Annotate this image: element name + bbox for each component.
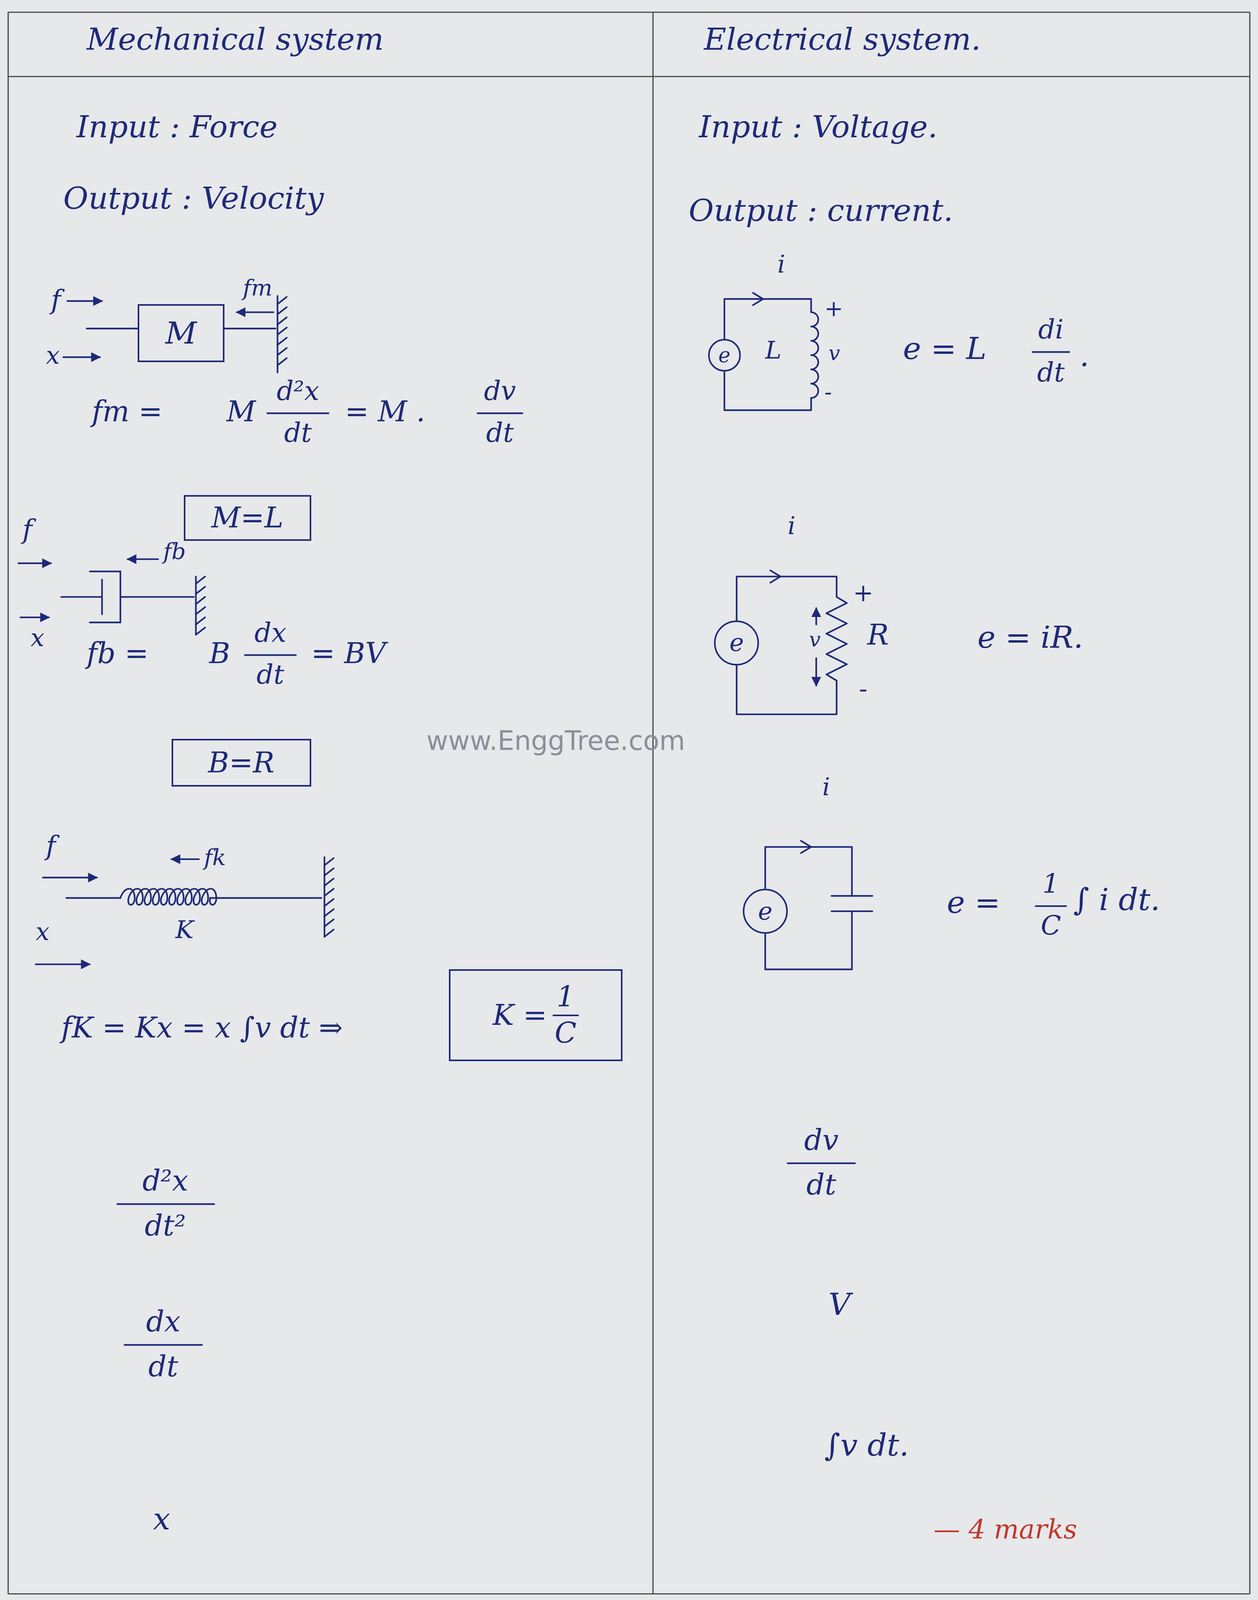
note-text: Output : Velocity: [63, 181, 324, 215]
equation-text: e = L: [902, 331, 987, 366]
force-label: fm: [243, 275, 273, 301]
equation-text: dt: [486, 418, 514, 448]
equation-text: dt: [806, 1169, 836, 1201]
source-symbol: e: [757, 897, 773, 925]
note-text: Input : Voltage.: [699, 110, 938, 144]
polarity-mark: +: [852, 579, 874, 607]
force-label: f: [45, 831, 56, 861]
source-symbol: e: [729, 629, 744, 657]
polarity-mark: -: [859, 675, 868, 703]
equation-text: = M .: [344, 396, 426, 428]
voltage-label: v: [828, 342, 840, 365]
equation-text: fm =: [91, 396, 163, 428]
force-label: f: [22, 515, 33, 545]
polarity-mark: -: [824, 379, 832, 405]
equation-text: ∫ i dt.: [1073, 882, 1161, 917]
note-text: Input : Force: [76, 110, 278, 144]
inductor-label: L: [765, 336, 782, 364]
table-rules: [8, 12, 1251, 1594]
force-label: fb: [163, 538, 186, 564]
equation-text: V: [828, 1287, 851, 1322]
equation-text: dt²: [144, 1210, 186, 1242]
analogy-box: K =1C: [448, 969, 623, 1062]
equation-text: B: [209, 637, 230, 670]
equation-text: fK = Kx = x ∫v dt ⇒: [61, 1012, 343, 1044]
force-label: fk: [203, 844, 227, 870]
watermark: www.EnggTree.com: [426, 726, 686, 756]
column-heading: Mechanical system: [86, 22, 384, 57]
current-label: i: [787, 512, 796, 540]
equation-text: 1: [1042, 869, 1060, 899]
equation-text: M: [165, 316, 197, 350]
resistor-label: R: [867, 619, 889, 651]
equation-text: .: [1079, 338, 1090, 373]
column-heading: Electrical system.: [704, 22, 982, 57]
displacement-label: x: [35, 918, 50, 946]
spring-label: K: [175, 916, 194, 944]
displacement-label: x: [30, 624, 45, 652]
equation-text: x: [153, 1502, 171, 1536]
equation-text: d²x: [276, 376, 320, 406]
equation-text: 1: [552, 981, 579, 1017]
equation-text: e =: [946, 885, 1001, 920]
equation-text: fb =: [86, 637, 149, 670]
voltage-source: e: [714, 620, 759, 666]
force-label: f: [50, 285, 61, 315]
equation-text: M: [226, 396, 256, 428]
fraction-bars: [117, 351, 1070, 1345]
equation-text: dx: [145, 1306, 181, 1338]
note-text: Output : current.: [688, 193, 954, 228]
voltage-source: e: [708, 338, 741, 372]
analogy-box: B=R: [171, 738, 312, 787]
polarity-mark: +: [824, 295, 844, 321]
equation-text: M=L: [211, 502, 284, 534]
source-symbol: e: [718, 343, 731, 367]
equation-text: dt: [1037, 358, 1065, 388]
equation-text: dv: [803, 1124, 839, 1157]
equation-text: dx: [254, 618, 287, 648]
equation-text: C: [1040, 911, 1061, 941]
equation-text: = BV: [311, 637, 386, 670]
equation-text: K =: [492, 999, 548, 1032]
equation-text: ∫v dt.: [824, 1428, 909, 1462]
equation-text: dt: [148, 1351, 178, 1383]
marks-note: — 4 marks: [933, 1515, 1078, 1545]
equation-text: B=R: [207, 747, 275, 779]
current-label: i: [777, 250, 786, 278]
equation-text: d²x: [142, 1165, 189, 1197]
equation-text: C: [554, 1016, 577, 1050]
voltage-source: e: [742, 888, 788, 934]
voltage-label: v: [809, 628, 821, 651]
analogy-box: M=L: [183, 495, 312, 541]
equation-text: di: [1038, 315, 1064, 345]
mass-block: M: [137, 304, 225, 363]
equation-text: dt: [284, 418, 312, 448]
equation-text: dt: [256, 660, 285, 690]
displacement-label: x: [45, 342, 60, 369]
mechanical-sketches: [18, 295, 334, 965]
current-label: i: [822, 773, 831, 801]
equation-text: e = iR.: [977, 620, 1084, 655]
equation-text: dv: [484, 376, 516, 406]
